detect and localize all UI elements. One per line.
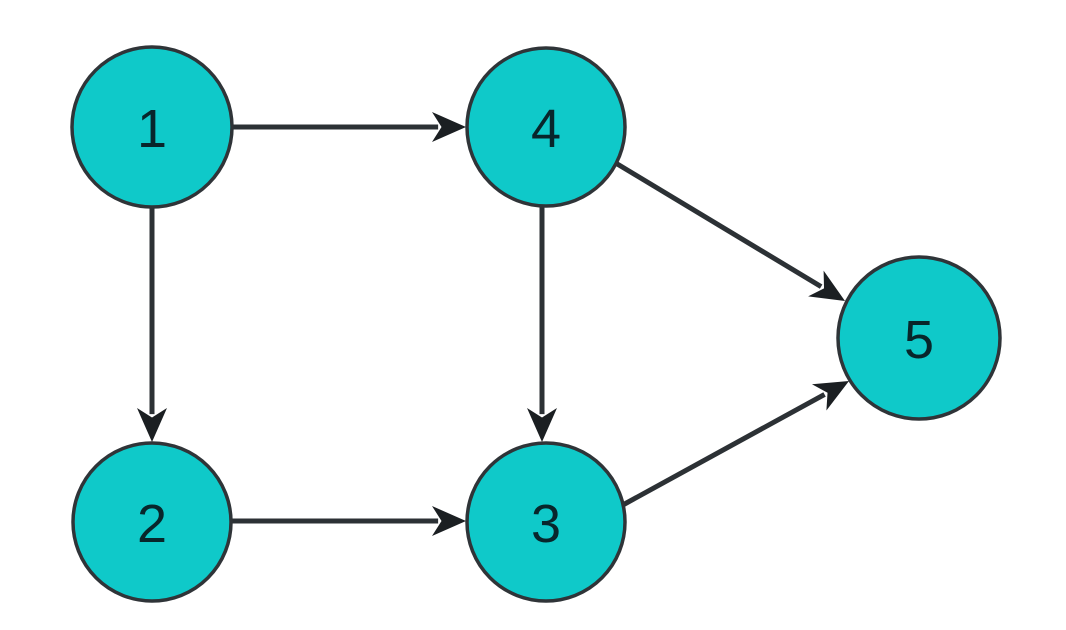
nodes-layer: 1 2 3 4 5 <box>70 45 1002 603</box>
graph-node-5[interactable]: 5 <box>836 255 1002 421</box>
node-circle[interactable] <box>465 441 627 603</box>
node-circle[interactable] <box>71 441 233 603</box>
node-circle[interactable] <box>836 255 1002 421</box>
arrowhead-icon <box>432 112 466 142</box>
node-label: 1 <box>137 99 167 159</box>
arrowhead-icon <box>432 506 466 536</box>
graph-node-1[interactable]: 1 <box>70 45 234 209</box>
edge-line <box>612 159 823 289</box>
edges-layer <box>137 112 849 536</box>
edge-1-to-4 <box>233 112 466 142</box>
node-label: 5 <box>904 310 934 370</box>
node-circle[interactable] <box>465 46 627 208</box>
edge-4-to-5 <box>612 159 845 301</box>
graph-node-4[interactable]: 4 <box>465 46 627 208</box>
edge-4-to-3 <box>527 206 557 442</box>
edge-3-to-5 <box>619 381 849 509</box>
node-circle[interactable] <box>70 45 234 209</box>
node-label: 4 <box>531 99 561 159</box>
graph-node-3[interactable]: 3 <box>465 441 627 603</box>
arrowhead-icon <box>137 408 167 442</box>
edge-line <box>619 392 826 509</box>
arrowhead-icon <box>811 381 849 411</box>
graph-node-2[interactable]: 2 <box>71 441 233 603</box>
node-label: 2 <box>137 494 167 554</box>
arrowhead-icon <box>527 408 557 442</box>
node-label: 3 <box>531 494 561 554</box>
edge-2-to-3 <box>232 506 466 536</box>
arrowhead-icon <box>808 270 845 301</box>
edge-1-to-2 <box>137 208 167 442</box>
